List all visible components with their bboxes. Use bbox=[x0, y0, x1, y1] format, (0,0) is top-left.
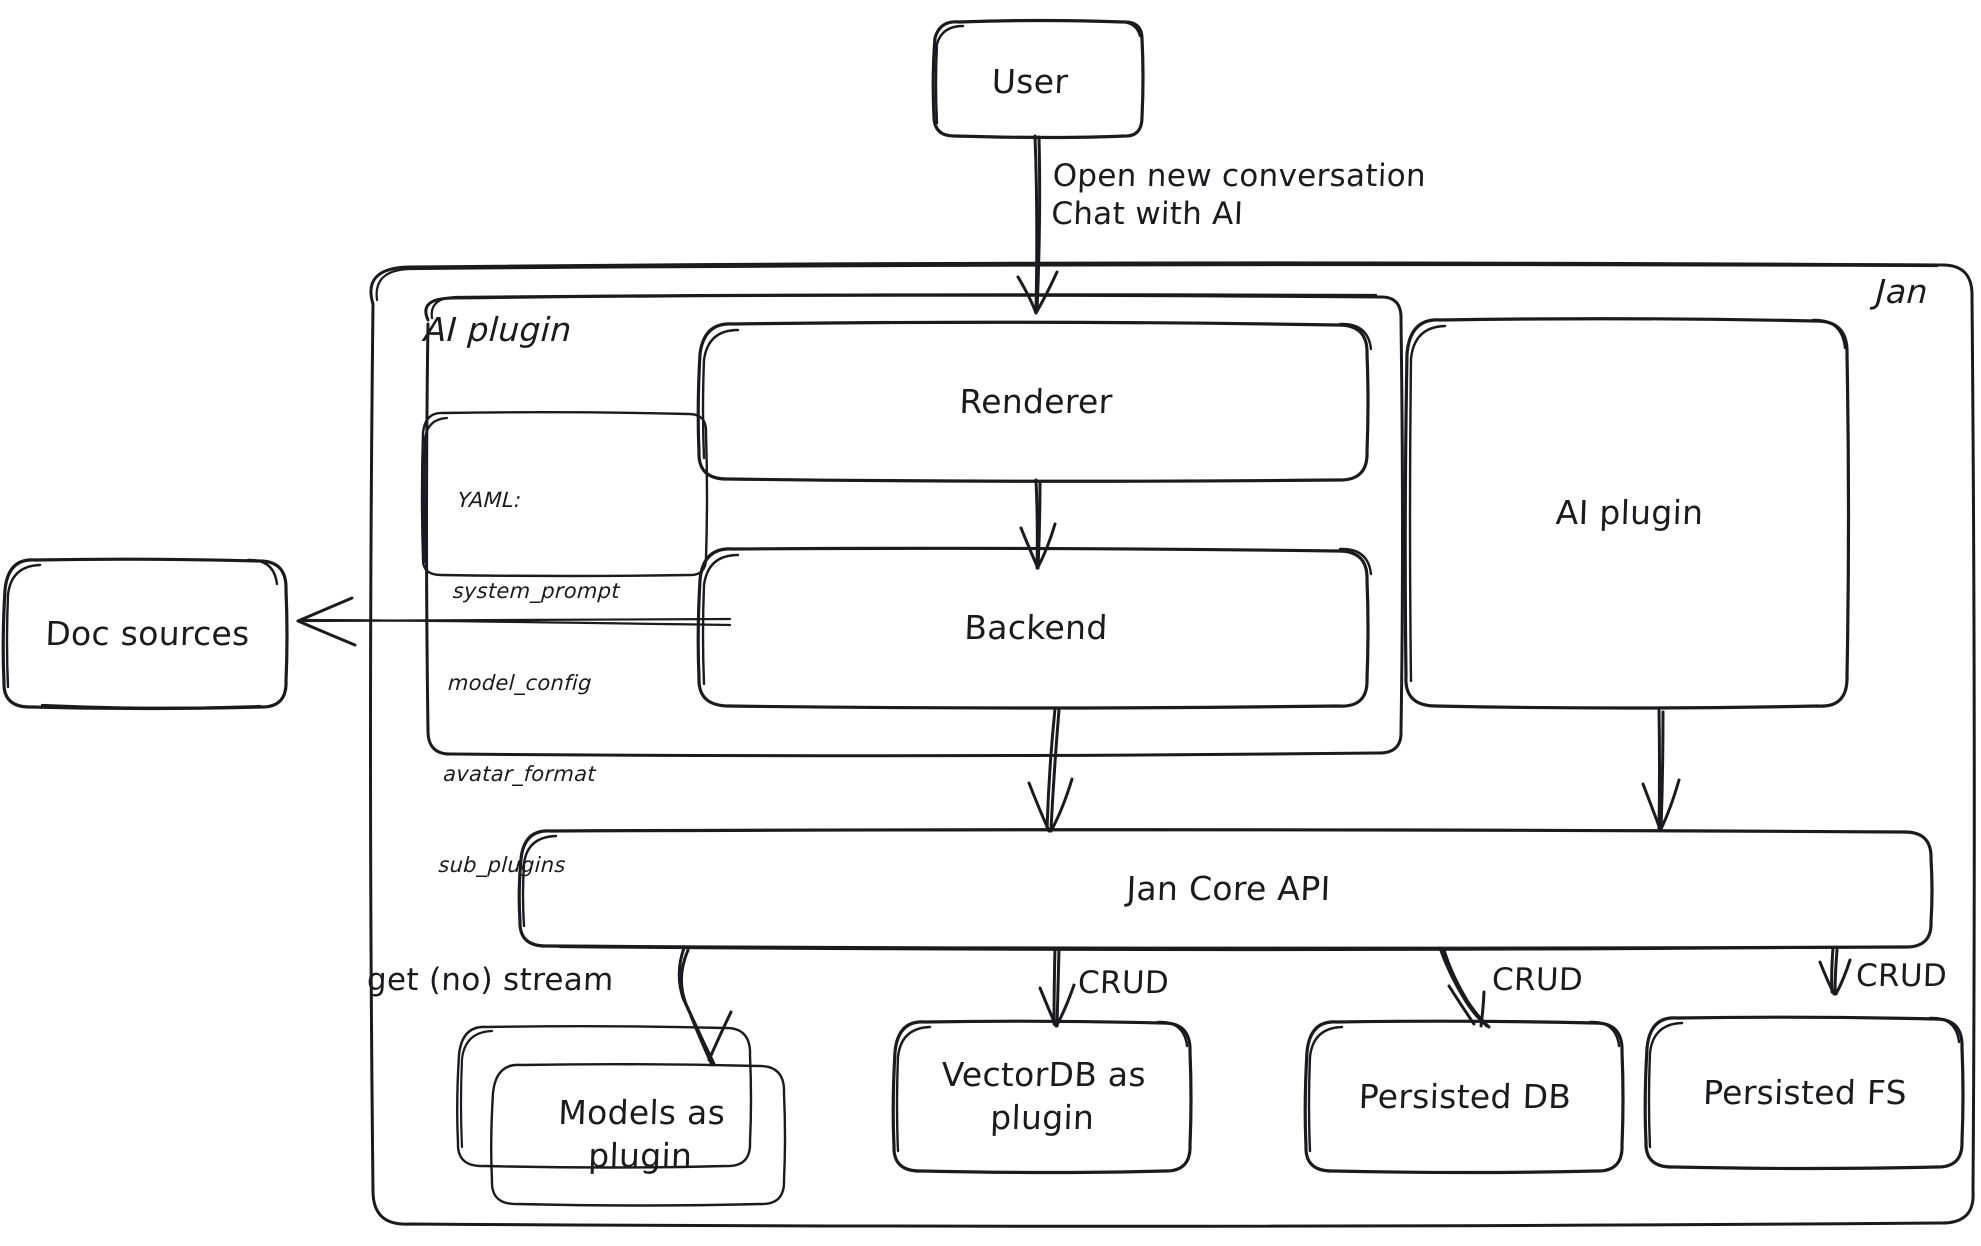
ai-plugin-container-label: AI plugin bbox=[423, 310, 573, 349]
yaml-note-box-shape[interactable] bbox=[420, 411, 709, 578]
doc-sources-box-shape[interactable] bbox=[1, 557, 289, 711]
vectordb-plugin-box-shape[interactable] bbox=[891, 1019, 1193, 1175]
vectordb-plugin-label: VectorDB as plugin bbox=[940, 1055, 1147, 1137]
yaml-note-key-0: system_prompt bbox=[452, 579, 621, 604]
yaml-note-key-1: model_config bbox=[447, 670, 593, 695]
arrow-core-to-models bbox=[677, 946, 733, 1067]
models-plugin-label: Models as plugin bbox=[557, 1093, 726, 1175]
jan-container-shape[interactable] bbox=[369, 261, 1976, 1228]
jan-core-api-box-shape[interactable] bbox=[517, 828, 1934, 952]
edge-label-core-to-vectordb: CRUD bbox=[1077, 965, 1170, 1001]
edge-label-core-to-persisted-db: CRUD bbox=[1491, 962, 1584, 998]
user-box-shape[interactable] bbox=[931, 18, 1145, 140]
yaml-note-header: YAML: bbox=[456, 487, 523, 512]
renderer-label: Renderer bbox=[958, 382, 1114, 422]
ai-plugin-container-shape[interactable] bbox=[424, 293, 1404, 758]
yaml-note: YAML: system_prompt model_config avatar_… bbox=[434, 424, 711, 941]
backend-label: Backend bbox=[963, 607, 1109, 647]
ai-plugin-right-box-shape[interactable] bbox=[1403, 317, 1851, 710]
edge-label-user-to-renderer-text: Open new conversation Chat with AI bbox=[1050, 158, 1427, 232]
doc-sources-label: Doc sources bbox=[44, 613, 251, 653]
persisted-fs-label: Persisted FS bbox=[1702, 1072, 1908, 1112]
arrow-aiplugin-to-core bbox=[1641, 708, 1681, 832]
jan-container-label: Jan bbox=[1875, 272, 1929, 311]
edge-label-core-to-models: get (no) stream bbox=[366, 962, 615, 998]
arrow-backend-to-core bbox=[1027, 707, 1074, 833]
arrow-core-to-persisted-fs bbox=[1818, 946, 1852, 996]
yaml-note-key-3: sub_plugins bbox=[437, 853, 567, 878]
persisted-db-label: Persisted DB bbox=[1358, 1076, 1572, 1116]
renderer-box-shape[interactable] bbox=[696, 320, 1373, 483]
yaml-note-key-2: avatar_format bbox=[442, 761, 597, 786]
persisted-fs-box-shape[interactable] bbox=[1643, 1015, 1965, 1171]
backend-box-shape[interactable] bbox=[696, 546, 1373, 710]
edge-label-core-to-persisted-fs: CRUD bbox=[1855, 958, 1948, 994]
models-plugin-box-shape[interactable] bbox=[456, 1025, 787, 1207]
persisted-db-box-shape[interactable] bbox=[1303, 1019, 1625, 1175]
arrow-backend-to-doc-sources bbox=[296, 596, 732, 647]
arrow-core-to-vectordb bbox=[1038, 946, 1076, 1028]
ai-plugin-right-label: AI plugin bbox=[1555, 493, 1704, 533]
user-label: User bbox=[991, 61, 1069, 101]
arrow-core-to-persisted-db bbox=[1438, 946, 1491, 1029]
jan-core-api-label: Jan Core API bbox=[1125, 868, 1332, 908]
edge-label-user-to-renderer: Open new conversation Chat with AI bbox=[1051, 158, 1524, 234]
